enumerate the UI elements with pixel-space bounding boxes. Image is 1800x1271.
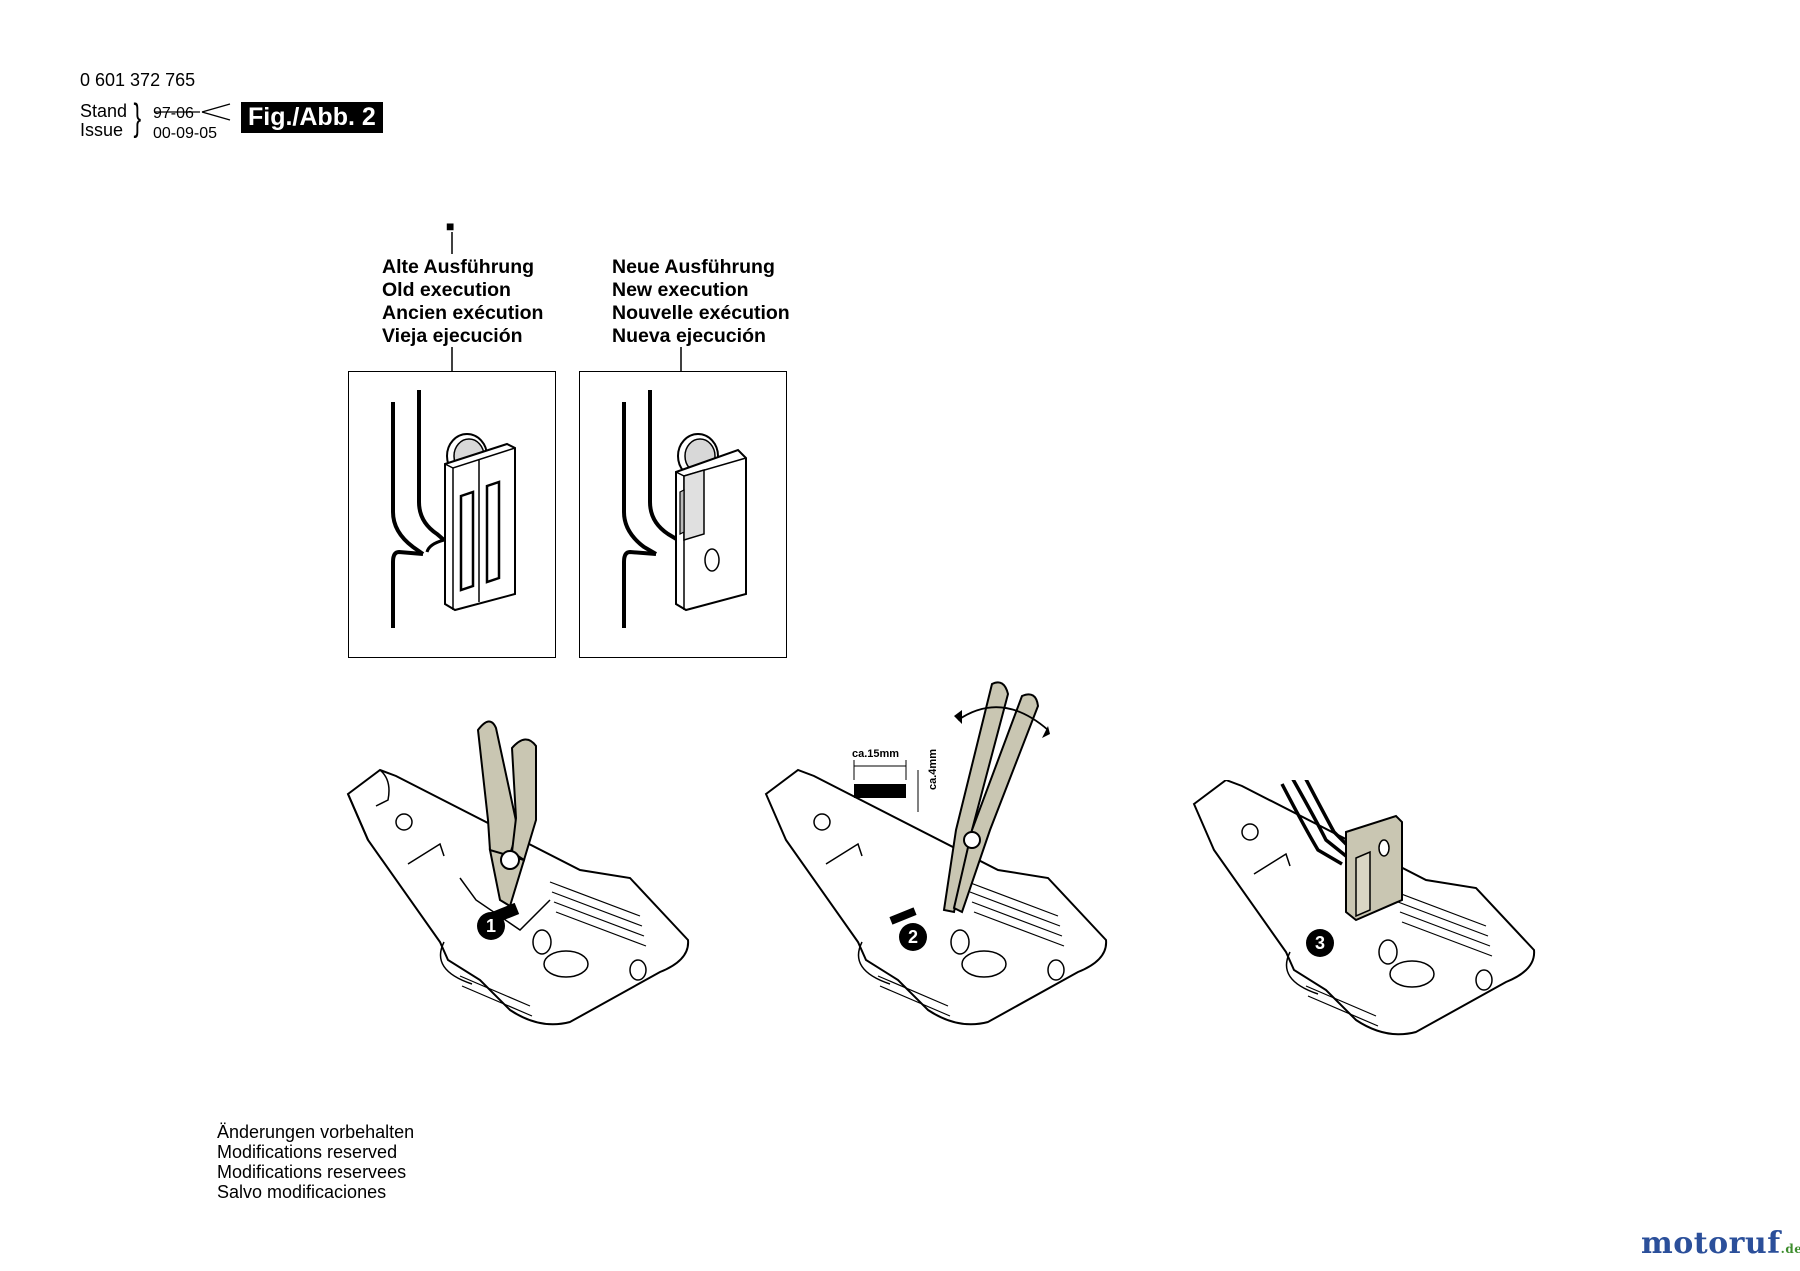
height-label: ca.4mm — [927, 749, 939, 790]
date-strikethrough-lines — [154, 103, 231, 121]
old-date: 97-06 — [153, 105, 194, 122]
part-number: 0 601 372 765 — [80, 70, 196, 90]
old-heading-fr: Ancien exécution — [382, 302, 544, 324]
bent-pliers-icon — [942, 681, 1040, 914]
brush-stub-icon — [854, 784, 906, 798]
watermark-logo: motoruf.de — [1641, 1226, 1800, 1261]
old-heading-de: Alte Ausführung — [382, 256, 535, 278]
new-execution-heading: Neue Ausführung New execution Nouvelle e… — [612, 256, 790, 348]
marker-leader-line — [451, 232, 453, 254]
old-execution-frame — [348, 371, 556, 658]
old-brush-holder-drawing — [391, 390, 516, 628]
pliers-icon — [476, 720, 537, 908]
new-heading-de: Neue Ausführung — [612, 256, 775, 278]
step-2-badge: 2 — [899, 923, 927, 951]
new-heading-en: New execution — [612, 279, 749, 301]
old-heading-en: Old execution — [382, 279, 511, 301]
footer-notes: Änderungen vorbehalten Modifications res… — [217, 1122, 414, 1202]
step-2-drawing — [764, 681, 1108, 1026]
step-1-badge: 1 — [477, 912, 505, 940]
new-heading-fr: Nouvelle exécution — [612, 302, 790, 324]
step-3-drawing — [1192, 780, 1536, 1036]
watermark-text: motoruf — [1641, 1226, 1781, 1261]
new-date: 00-09-05 — [153, 125, 218, 142]
housing-base — [346, 768, 690, 1026]
rotate-arrow-icon — [957, 706, 1049, 731]
new-brush-holder-drawing — [622, 390, 747, 628]
new-leader-line — [680, 347, 682, 371]
note-en: Modifications reserved — [217, 1142, 398, 1162]
step-3-badge: 3 — [1306, 929, 1334, 957]
brush-holder-icon — [1280, 780, 1403, 922]
housing-base — [764, 768, 1108, 1026]
note-es: Salvo modificaciones — [217, 1182, 387, 1202]
old-leader-line — [451, 347, 453, 371]
figure-label: Fig./Abb. 2 — [241, 102, 383, 133]
length-label: ca.15mm — [852, 748, 900, 760]
old-execution-heading: Alte Ausführung Old execution Ancien exé… — [382, 256, 543, 348]
brace: } — [133, 97, 142, 139]
note-fr: Modifications reservees — [217, 1162, 407, 1182]
new-heading-es: Nueva ejecución — [612, 325, 766, 347]
watermark-suffix: .de — [1780, 1242, 1800, 1256]
step-1-drawing — [346, 720, 690, 1026]
issue-label: Issue — [80, 120, 124, 140]
note-de: Änderungen vorbehalten — [217, 1122, 415, 1142]
reference-marker-icon: ■ — [446, 218, 455, 234]
old-heading-es: Vieja ejecución — [382, 325, 523, 347]
stand-label: Stand — [80, 101, 128, 121]
new-execution-frame — [579, 371, 787, 658]
